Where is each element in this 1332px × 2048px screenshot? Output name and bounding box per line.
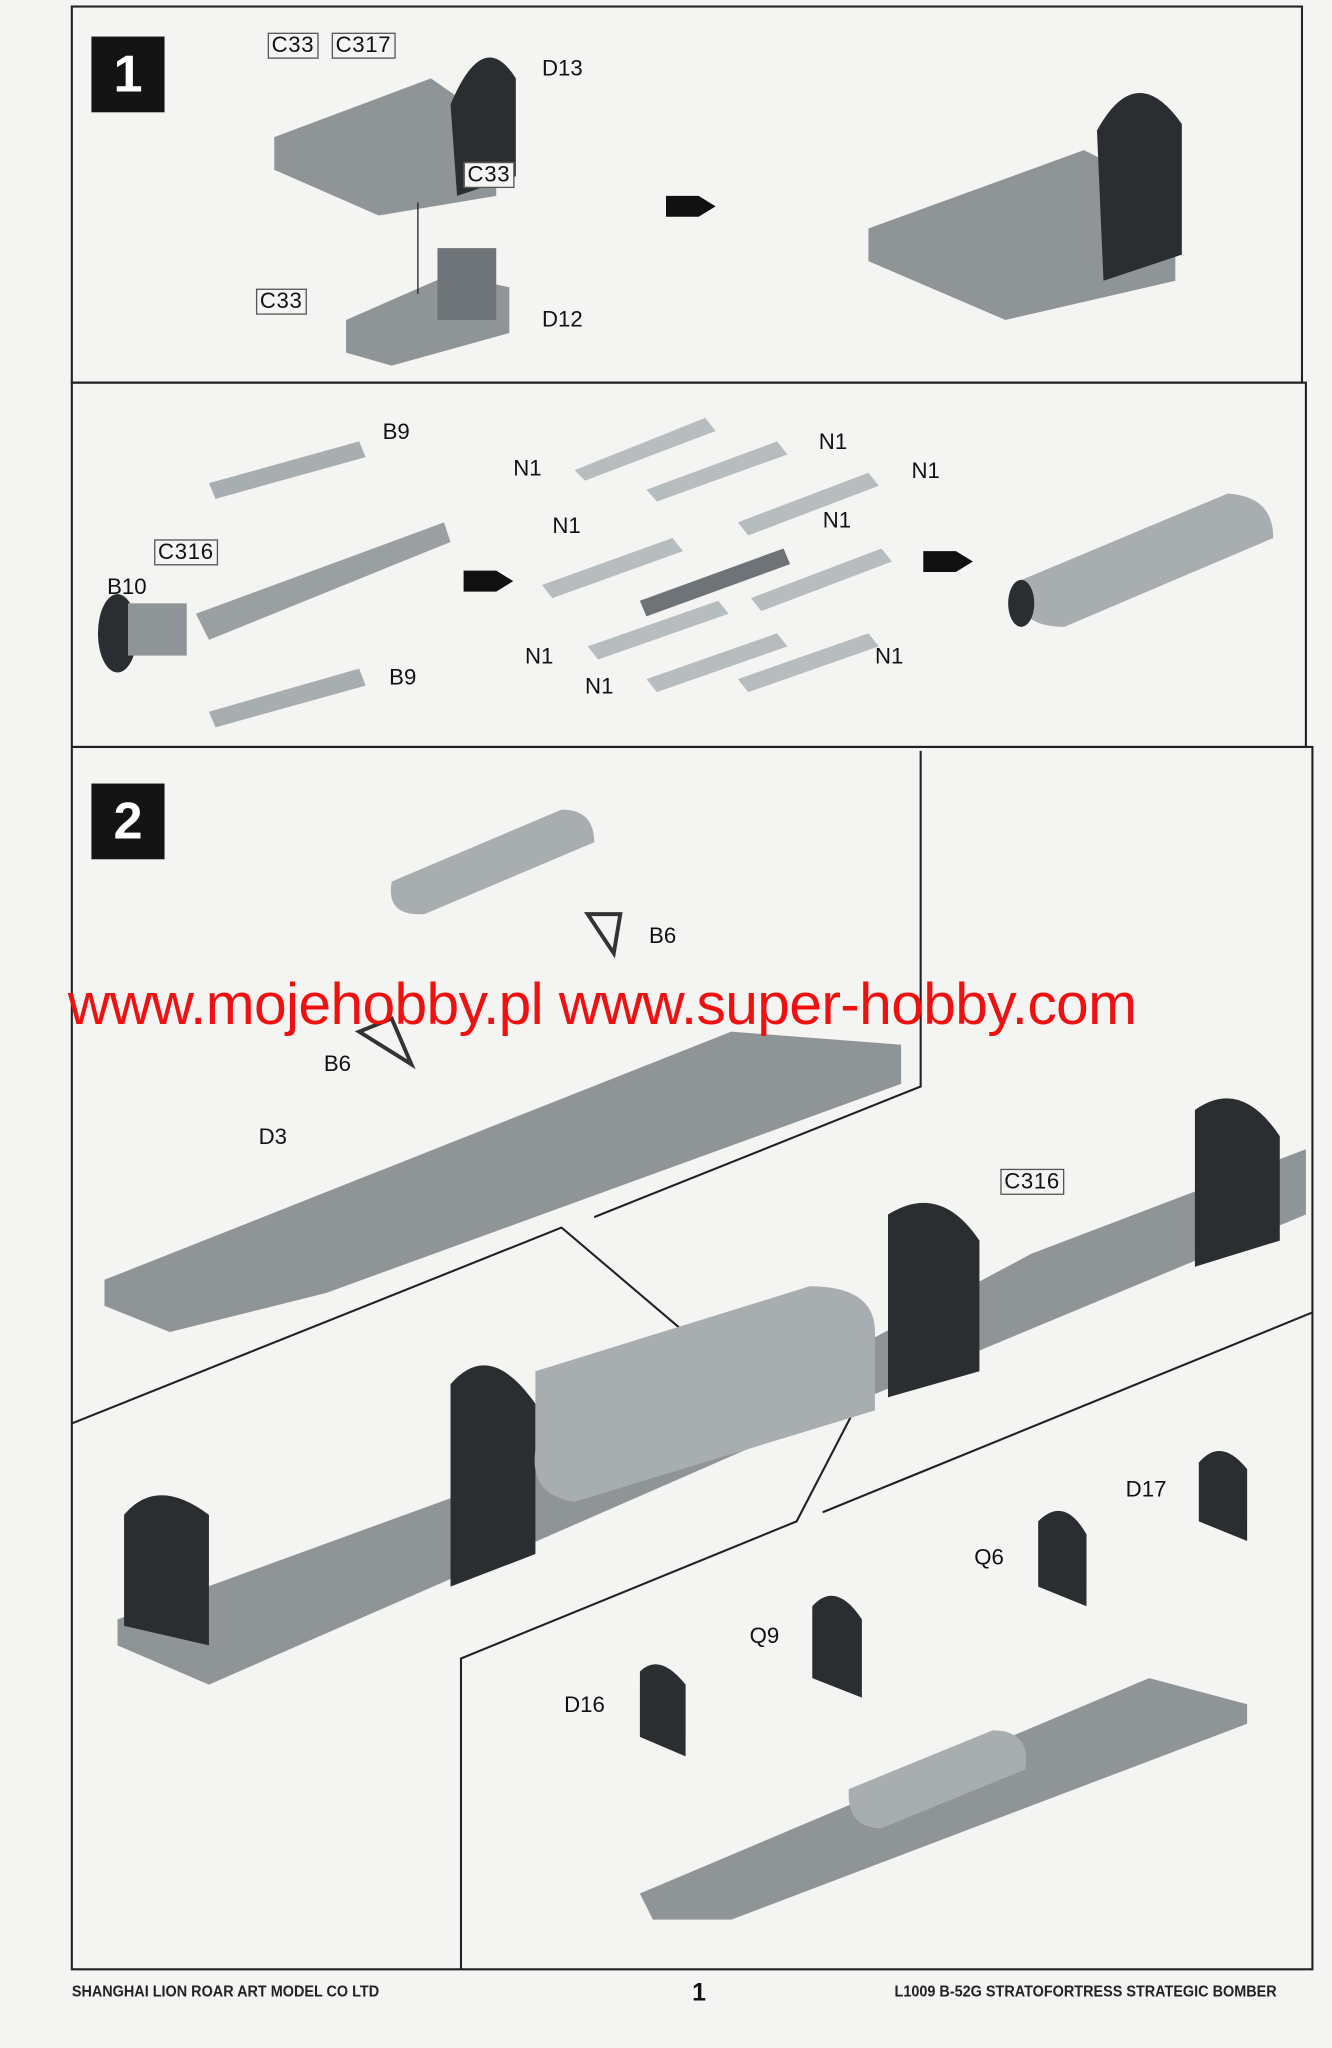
part-label-n1: N1 — [911, 458, 940, 484]
part-label-n1: N1 — [585, 673, 614, 699]
part-label-d13: D13 — [541, 56, 583, 81]
part-label-b6: B6 — [323, 1051, 352, 1077]
part-label-q9: Q9 — [749, 1623, 780, 1649]
part-label-n1: N1 — [552, 513, 581, 539]
part-label-c316: C316 — [154, 539, 218, 566]
part-label-c33: C33 — [267, 32, 319, 59]
fuselage-parts — [104, 809, 1306, 1920]
part-label-d17: D17 — [1125, 1476, 1167, 1502]
part-label-b6: B6 — [649, 923, 677, 949]
step-2-badge: 2 — [91, 783, 165, 860]
part-label-d16: D16 — [564, 1692, 605, 1718]
watermark: www.mojehobby.pl www.super-hobby.com — [67, 970, 1137, 1037]
part-label-b9: B9 — [382, 419, 410, 445]
part-label-n1: N1 — [874, 643, 904, 669]
part-label-n1: N1 — [818, 429, 848, 455]
part-label-c33: C33 — [463, 161, 515, 189]
panel-borders — [70, 5, 1314, 1971]
part-label-b10: B10 — [107, 574, 147, 600]
part-label-q6: Q6 — [974, 1544, 1004, 1570]
step1-parts — [274, 57, 1182, 366]
part-label-n1: N1 — [524, 643, 554, 669]
part-label-d3: D3 — [258, 1124, 287, 1150]
part-label-c317: C317 — [331, 32, 396, 59]
part-label-c33: C33 — [255, 288, 307, 315]
bomb-rack-parts — [97, 417, 1274, 728]
part-label-b9: B9 — [389, 664, 417, 690]
step-1-badge: 1 — [91, 36, 165, 113]
part-label-c316: C316 — [1000, 1168, 1064, 1195]
page-number: 1 — [692, 1979, 706, 2008]
part-label-d12: D12 — [541, 306, 583, 332]
part-label-n1: N1 — [822, 507, 852, 533]
footer-company: SHANGHAI LION ROAR ART MODEL CO LTD — [71, 1982, 380, 2001]
footer-product: L1009 B-52G STRATOFORTRESS STRATEGIC BOM… — [894, 1982, 1277, 2001]
part-label-n1: N1 — [513, 455, 542, 481]
